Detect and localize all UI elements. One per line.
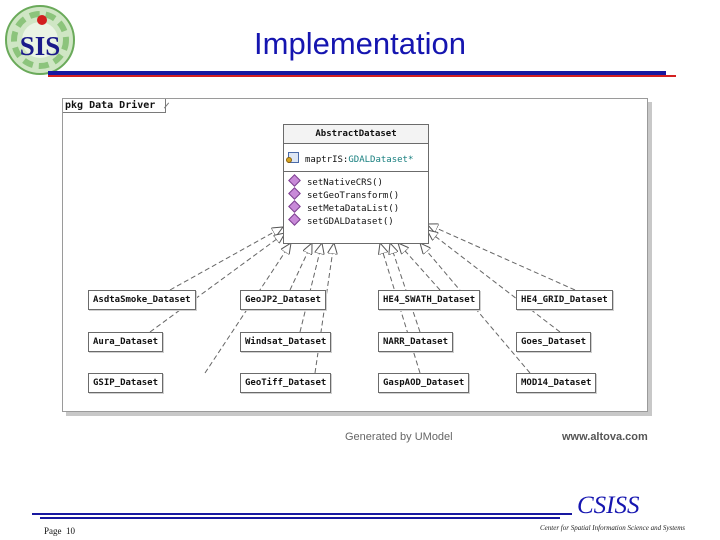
- class-attributes: maptrIS:GDALDataset*: [284, 144, 428, 172]
- operation-name: setGeoTransform(): [307, 191, 400, 201]
- footer-center-name: Center for Spatial Information Science a…: [540, 524, 686, 532]
- operation-row: setNativeCRS(): [284, 174, 428, 189]
- class-geotiff-dataset: GeoTiff_Dataset: [240, 373, 332, 393]
- abstract-dataset-class: AbstractDataset maptrIS:GDALDataset* set…: [283, 124, 429, 244]
- class-operations: setNativeCRS() setGeoTransform() setMeta…: [284, 172, 428, 228]
- footer-rule-bottom: [40, 517, 560, 519]
- csiss-logo: SIS: [4, 4, 76, 76]
- class-he4-swath-dataset: HE4_SWATH_Dataset: [378, 290, 481, 310]
- page-number: Page 10: [44, 526, 75, 536]
- class-aura-dataset: Aura_Dataset: [88, 332, 164, 352]
- operation-row: setGeoTransform(): [284, 187, 428, 202]
- page-label: Page: [44, 526, 62, 536]
- class-asdtasmoke-dataset: AsdtaSmoke_Dataset: [88, 290, 196, 310]
- generated-by-note: Generated by UModel: [345, 431, 453, 443]
- title-rule-red: [48, 75, 676, 77]
- operation-row: setMetaDataList(): [284, 200, 428, 215]
- operation-name: setMetaDataList(): [307, 204, 400, 214]
- page-number-value: 10: [66, 526, 75, 536]
- operation-icon: [288, 187, 301, 200]
- operation-row: setGDALDataset(): [284, 213, 428, 228]
- class-narr-dataset: NARR_Dataset: [378, 332, 454, 352]
- operation-name: setNativeCRS(): [307, 178, 383, 188]
- class-goes-dataset: Goes_Dataset: [516, 332, 592, 352]
- operation-icon: [288, 174, 301, 187]
- operation-name: setGDALDataset(): [307, 217, 394, 227]
- title-rule-blue: [48, 71, 666, 75]
- altova-website: www.altova.com: [562, 431, 648, 443]
- protected-attribute-icon: [286, 152, 299, 163]
- logo-text: SIS: [20, 31, 61, 61]
- class-name: AbstractDataset: [284, 125, 428, 144]
- class-geojp2-dataset: GeoJP2_Dataset: [240, 290, 326, 310]
- page-title: Implementation: [254, 26, 466, 61]
- operation-icon: [288, 200, 301, 213]
- attribute-row: maptrIS:GDALDataset*: [286, 152, 414, 165]
- class-windsat-dataset: Windsat_Dataset: [240, 332, 332, 352]
- package-label: pkg Data Driver: [63, 99, 167, 113]
- class-gaspaod-dataset: GaspAOD_Dataset: [378, 373, 470, 393]
- footer-brand: CSISS: [577, 492, 640, 519]
- class-mod14-dataset: MOD14_Dataset: [516, 373, 597, 393]
- footer-rule-top: [32, 513, 572, 515]
- attribute-name: maptrIS:: [305, 155, 349, 165]
- attribute-type: GDALDataset*: [348, 155, 414, 165]
- class-he4-grid-dataset: HE4_GRID_Dataset: [516, 290, 613, 310]
- operation-icon: [288, 213, 301, 226]
- class-gsip-dataset: GSIP_Dataset: [88, 373, 164, 393]
